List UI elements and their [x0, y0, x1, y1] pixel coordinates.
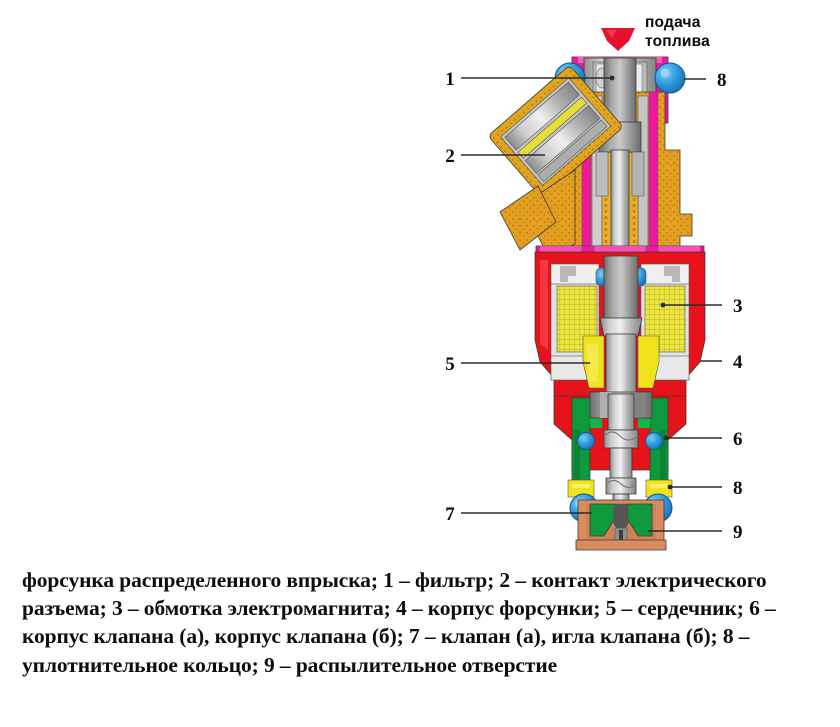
- fuel-supply-note: подача топлива: [601, 14, 710, 51]
- callout-8-top-label: 8: [717, 70, 727, 91]
- valve-retainers-yellow: [567, 479, 673, 498]
- connector-neck: [499, 169, 576, 253]
- callout-7-label: 7: [445, 504, 455, 525]
- callout-9: 9: [648, 522, 743, 543]
- callout-9-label: 9: [733, 522, 743, 543]
- callout-2: 2: [445, 146, 545, 167]
- return-spring: [604, 156, 636, 250]
- callout-4: 4: [700, 352, 743, 373]
- solenoid-core-armature: [582, 255, 660, 395]
- injector-svg: подача топлива: [445, 14, 743, 551]
- injector-assembly: [489, 56, 706, 551]
- callout-2-label: 2: [445, 146, 455, 167]
- callout-8-top: 8: [684, 70, 727, 91]
- fuel-supply-note-line2: топлива: [645, 33, 710, 50]
- callout-3-label: 3: [733, 296, 743, 317]
- callout-3: 3: [660, 296, 743, 317]
- callout-6: 6: [663, 429, 743, 450]
- callout-5: 5: [445, 354, 590, 375]
- down-arrow-icon: [601, 28, 635, 51]
- valve-orings-mid: [577, 432, 663, 450]
- figure-caption: форсунка распределенного впрыска; 1 – фи…: [22, 568, 776, 677]
- callout-6-label: 6: [733, 429, 743, 450]
- callout-5-label: 5: [445, 354, 455, 375]
- callout-7: 7: [445, 504, 592, 525]
- callout-1: 1: [445, 69, 615, 90]
- callout-1-label: 1: [445, 69, 455, 90]
- nozzle-tip-assembly: [575, 499, 667, 551]
- fuel-injector-cutaway-diagram: подача топлива: [445, 14, 743, 551]
- electrical-connector: [489, 66, 622, 197]
- fuel-supply-note-line1: подача: [645, 14, 701, 31]
- callout-8-bottom-label: 8: [733, 478, 743, 499]
- callout-4-label: 4: [733, 352, 743, 373]
- callout-8-bottom: 8: [667, 478, 743, 499]
- oring-top-right: [654, 62, 686, 94]
